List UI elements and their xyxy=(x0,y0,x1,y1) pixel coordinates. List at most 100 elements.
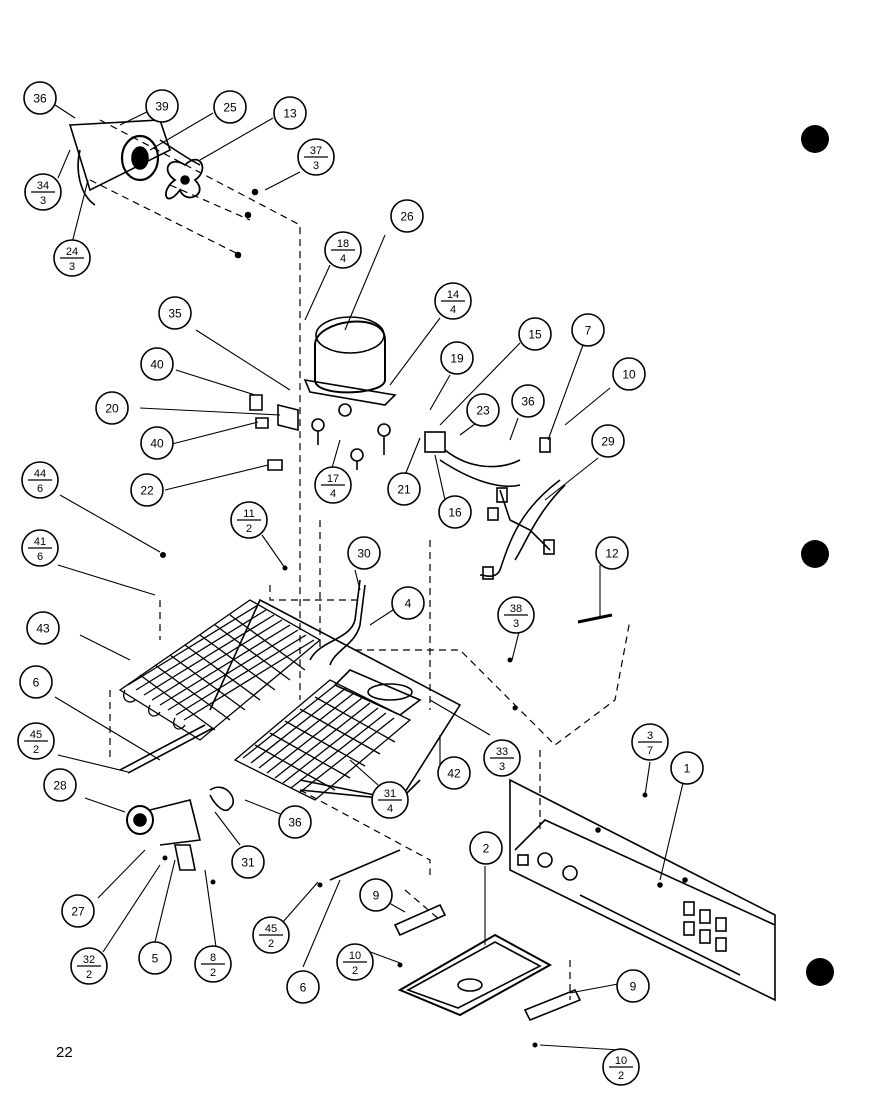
callout-c19: 19 xyxy=(440,341,474,375)
callout-circle xyxy=(387,472,421,506)
callout-circle xyxy=(616,969,650,1003)
condenser-fan-motor xyxy=(126,786,234,871)
drain-pan xyxy=(397,933,553,1017)
callout-part-number: 36 xyxy=(521,395,535,409)
callout-circle xyxy=(286,970,320,1004)
callout-page-ref: 4 xyxy=(450,304,456,316)
callout-part-number: 10 xyxy=(615,1055,627,1067)
callout-part-number: 4 xyxy=(405,597,412,611)
callout-c5: 5 xyxy=(138,941,172,975)
callout-circle xyxy=(23,81,57,115)
callout-part-number: 6 xyxy=(33,676,40,690)
callout-circle xyxy=(440,341,474,375)
callout-c35: 35 xyxy=(158,296,192,330)
callout-c2: 2 xyxy=(469,831,503,865)
callout-part-number: 20 xyxy=(105,402,119,416)
callout-c9b: 9 xyxy=(616,969,650,1003)
callout-part-number: 19 xyxy=(450,352,464,366)
callout-c45-2b: 452 xyxy=(252,916,290,954)
callout-part-number: 21 xyxy=(397,483,411,497)
callout-circle xyxy=(43,768,77,802)
callout-circle xyxy=(61,894,95,928)
callout-circle xyxy=(140,347,174,381)
control-panel xyxy=(509,778,776,1002)
callout-c36a: 36 xyxy=(23,81,57,115)
callout-circle xyxy=(612,357,646,391)
callout-c7: 7 xyxy=(571,313,605,347)
callout-c23: 23 xyxy=(466,393,500,427)
callout-c31: 31 xyxy=(231,845,265,879)
compressor xyxy=(303,316,397,470)
callout-part-number: 15 xyxy=(528,328,542,342)
callout-part-number: 45 xyxy=(30,729,42,741)
callout-part-number: 39 xyxy=(155,100,169,114)
callout-c17-4: 174 xyxy=(314,466,352,504)
binder-hole-middle xyxy=(801,540,829,568)
callout-part-number: 7 xyxy=(585,324,592,338)
callout-circle xyxy=(273,96,307,130)
callout-part-number: 42 xyxy=(447,767,461,781)
callout-c29: 29 xyxy=(591,424,625,458)
callout-c1: 1 xyxy=(670,751,704,785)
callout-part-number: 34 xyxy=(37,180,49,192)
callout-c40b: 40 xyxy=(140,426,174,460)
callout-c30: 30 xyxy=(347,536,381,570)
mounting-bracket xyxy=(249,394,299,471)
callout-c27: 27 xyxy=(61,894,95,928)
callout-part-number: 36 xyxy=(288,816,302,830)
callout-circle xyxy=(19,665,53,699)
callout-c41-6: 416 xyxy=(21,529,59,567)
callout-part-number: 38 xyxy=(510,603,522,615)
callout-page-ref: 3 xyxy=(40,195,46,207)
callout-c12: 12 xyxy=(595,536,629,570)
callout-page-ref: 2 xyxy=(268,938,274,950)
callout-part-number: 13 xyxy=(283,107,297,121)
callout-circle xyxy=(437,756,471,790)
callout-circle xyxy=(95,391,129,425)
callout-c10a: 10 xyxy=(612,357,646,391)
callout-c25: 25 xyxy=(213,90,247,124)
callout-c11-2: 112 xyxy=(230,501,268,539)
binder-hole-top xyxy=(801,125,829,153)
callout-circle xyxy=(145,89,179,123)
callout-c20: 20 xyxy=(95,391,129,425)
callout-part-number: 31 xyxy=(384,788,396,800)
callout-part-number: 24 xyxy=(66,246,78,258)
callout-circle xyxy=(130,473,164,507)
callout-page-ref: 2 xyxy=(210,967,216,979)
callout-part-number: 32 xyxy=(83,954,95,966)
callout-c24-3: 243 xyxy=(53,239,91,277)
callout-c36c: 36 xyxy=(278,805,312,839)
callout-part-number: 10 xyxy=(349,950,361,962)
callout-c6b: 6 xyxy=(286,970,320,1004)
callout-part-number: 31 xyxy=(241,856,255,870)
callout-part-number: 9 xyxy=(373,889,380,903)
callout-circle xyxy=(466,393,500,427)
refrigerant-tubing xyxy=(119,579,401,881)
callout-circle xyxy=(595,536,629,570)
callout-c28: 28 xyxy=(43,768,77,802)
callout-circle xyxy=(571,313,605,347)
callout-circle xyxy=(469,831,503,865)
callout-circle xyxy=(347,536,381,570)
callout-c15: 15 xyxy=(518,317,552,351)
page-number: 22 xyxy=(56,1044,73,1061)
thermistor xyxy=(577,613,613,624)
callout-part-number: 11 xyxy=(243,508,254,520)
callout-c8-2: 82 xyxy=(194,945,232,983)
callout-part-number: 30 xyxy=(357,547,371,561)
callout-page-ref: 3 xyxy=(499,761,505,773)
callout-page-ref: 4 xyxy=(387,803,393,815)
callout-part-number: 6 xyxy=(300,981,307,995)
callout-c9a: 9 xyxy=(359,878,393,912)
callout-part-number: 9 xyxy=(630,980,637,994)
callout-part-number: 23 xyxy=(476,404,490,418)
callout-c43: 43 xyxy=(26,611,60,645)
callout-c38-3: 383 xyxy=(497,596,535,634)
callout-part-number: 10 xyxy=(622,368,636,382)
callout-page-ref: 4 xyxy=(330,488,336,500)
callout-part-number: 25 xyxy=(223,101,237,115)
callout-c16: 16 xyxy=(438,495,472,529)
callout-c6a: 6 xyxy=(19,665,53,699)
